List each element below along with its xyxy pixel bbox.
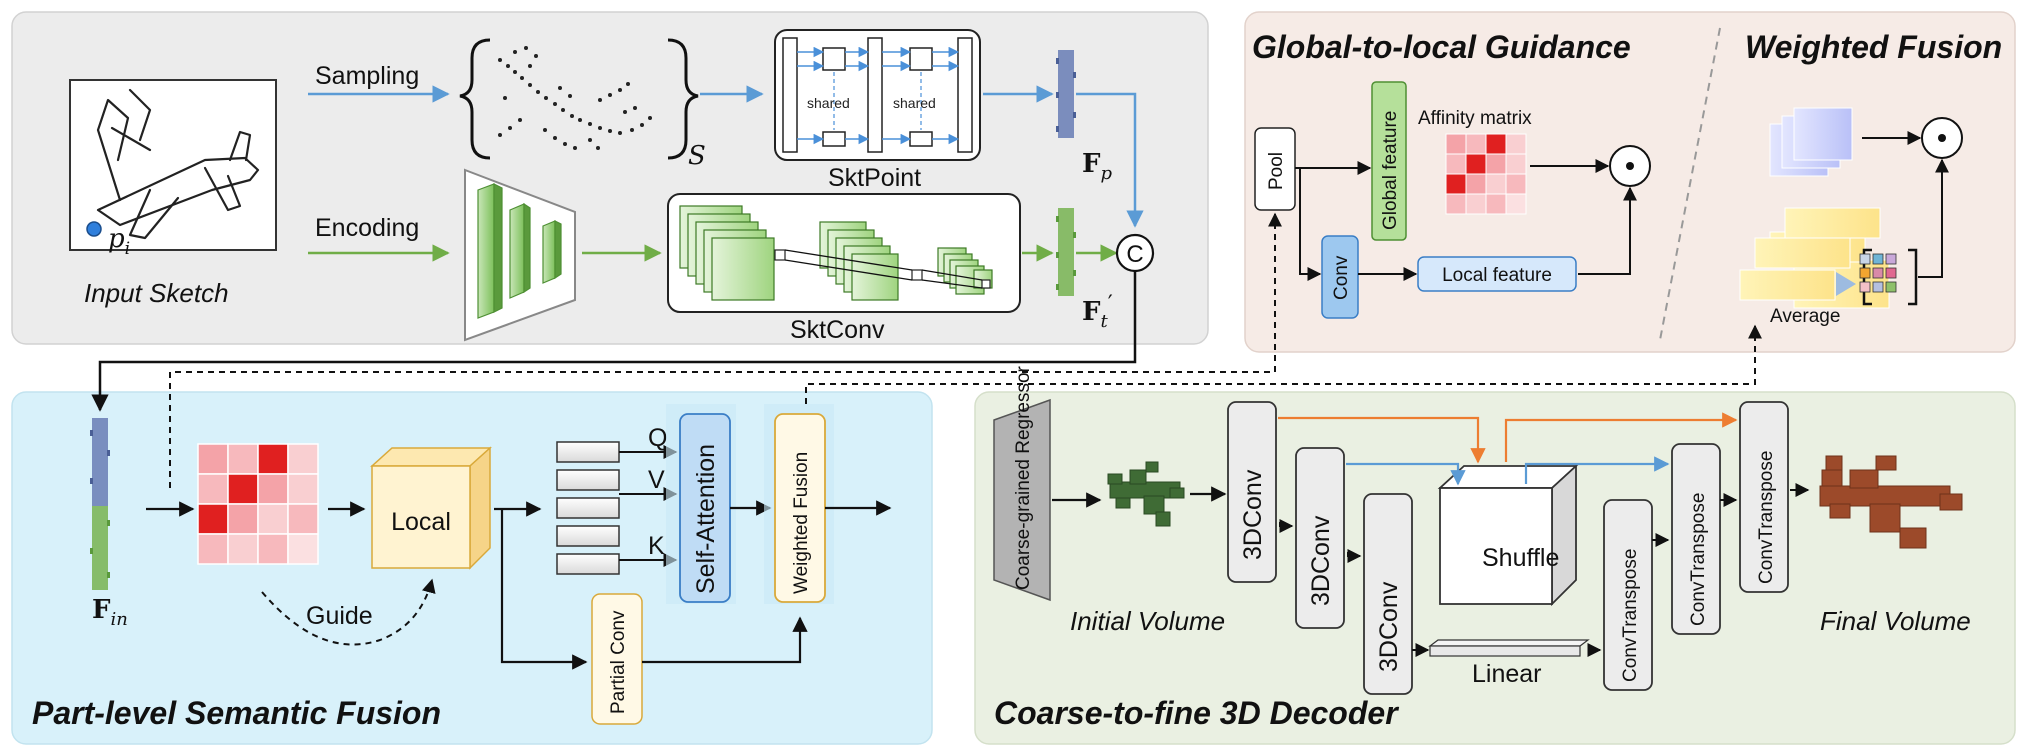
left-brace-icon <box>459 38 491 160</box>
cnn-encoder <box>464 168 576 342</box>
guide-arc <box>261 578 436 646</box>
guide-label: Guide <box>306 602 373 630</box>
input-sketch-frame <box>69 79 277 251</box>
convt-box-3 <box>1739 401 1789 593</box>
conv3d-box-1 <box>1227 401 1277 583</box>
weighted-fusion-detail: Average <box>1739 107 1963 327</box>
shared-label-1: shared <box>807 95 850 111</box>
global-feature-box <box>1371 81 1407 241</box>
sketch-airplane-icon <box>96 88 260 240</box>
conv3d-label-2: 3DConv <box>1307 515 1335 606</box>
convt-box-1 <box>1603 499 1653 691</box>
shuffle-cube <box>1437 463 1579 607</box>
token-stack <box>556 441 620 575</box>
conv3d-label-1: 3DConv <box>1239 469 1267 560</box>
sktconv-module: SktConv <box>667 193 1021 344</box>
fin-feature-strip <box>90 418 110 590</box>
local-cube <box>370 446 492 570</box>
input-sketch-label: Input Sketch <box>84 278 229 308</box>
skip-blue-1 <box>1346 462 1466 486</box>
initial-volume-label: Initial Volume <box>1070 606 1225 636</box>
sktconv-label: SktConv <box>790 316 885 344</box>
affinity-matrix-small <box>1445 133 1527 215</box>
shuffle-label: Shuffle <box>1482 544 1559 572</box>
set-s-label: S <box>688 141 706 171</box>
ft-label: Ft′ <box>1082 292 1113 332</box>
encoding-label: Encoding <box>315 214 419 242</box>
local-label: Local <box>391 508 451 536</box>
shared-label-2: shared <box>893 95 936 111</box>
part-level-title: Part-level Semantic Fusion <box>32 695 441 731</box>
panel-divider <box>1659 27 1721 341</box>
concat-to-fin-arrow <box>91 271 1137 412</box>
partial-conv-box <box>591 593 643 725</box>
point-pi-icon <box>86 221 102 237</box>
encoder-bars <box>477 183 562 319</box>
q-label: Q <box>648 424 667 452</box>
local-feature-label: Local feature <box>1442 265 1552 286</box>
voxel-airplane-brown-icon <box>1819 455 1963 549</box>
right-brace-icon <box>667 38 699 160</box>
point-cloud-icon <box>498 46 652 150</box>
conv-label: Conv <box>1331 255 1352 300</box>
convt-label-2: ConvTranspose <box>1688 493 1709 626</box>
final-volume-label: Final Volume <box>1820 606 1971 636</box>
skip-blue-2 <box>1524 456 1670 484</box>
point-cloud-set: S <box>459 38 706 171</box>
fin-label: Fin <box>92 595 128 630</box>
partial-conv-label: Partial Conv <box>608 610 629 714</box>
convt-label-1: ConvTranspose <box>1620 549 1641 682</box>
weighted-fusion-title: Weighted Fusion <box>1745 29 2002 65</box>
v-label: V <box>648 466 665 494</box>
conv-box <box>1321 235 1359 319</box>
regressor-trapezoid <box>993 398 1051 602</box>
fp-label: Fp <box>1082 149 1112 184</box>
linear-label: Linear <box>1472 660 1542 688</box>
fp-feature-strip <box>1058 50 1074 138</box>
pool-label: Pool <box>1266 152 1287 190</box>
ft-feature-strip <box>1058 208 1074 296</box>
conv3d-box-2 <box>1295 447 1345 629</box>
local-to-odot-arrow <box>1578 186 1637 275</box>
sktpoint-module: shared shared SktPoint <box>774 29 981 192</box>
skip-orange-1 <box>1278 416 1486 464</box>
weighted-fusion-label: Weighted Fusion <box>791 452 812 594</box>
average-label: Average <box>1770 306 1840 327</box>
skip-orange-2 <box>1504 412 1738 462</box>
affinity-matrix-label: Affinity matrix <box>1418 108 1532 129</box>
guidance-title: Global-to-local Guidance <box>1252 29 1631 65</box>
dashed-link-guidance <box>169 212 1282 488</box>
sktpoint-label: SktPoint <box>828 164 921 192</box>
regressor-label: Coarse-grained Regressor <box>1013 365 1034 590</box>
pool-to-conv-arrow <box>1299 168 1322 281</box>
average-arrow-icon <box>1836 272 1856 296</box>
input-sketch-group: pi Input Sketch <box>69 79 277 308</box>
global-feature-label: Global feature <box>1380 111 1401 230</box>
local-to-partial-arrow <box>500 509 588 670</box>
sampling-label: Sampling <box>315 62 419 90</box>
k-label: K <box>648 532 665 560</box>
matrix-right-bracket-icon <box>1908 248 1918 306</box>
concat-label: C <box>1126 241 1143 268</box>
partial-to-fusion-arrow <box>642 616 808 664</box>
decoder-title: Coarse-to-fine 3D Decoder <box>994 695 1399 731</box>
conv3d-label-3: 3DConv <box>1375 581 1403 672</box>
convt-label-3: ConvTranspose <box>1756 451 1777 584</box>
self-attention-label: Self-Attention <box>692 444 720 594</box>
local-feature-box <box>1417 256 1577 292</box>
voxel-airplane-green-icon <box>1107 461 1185 527</box>
linear-bar <box>1428 639 1590 647</box>
convt-box-2 <box>1671 443 1721 635</box>
affinity-matrix-large <box>197 443 319 565</box>
point-pi-label: pi <box>108 224 130 259</box>
conv3d-box-3 <box>1363 493 1413 695</box>
fp-to-concat-arrow <box>1076 92 1144 228</box>
